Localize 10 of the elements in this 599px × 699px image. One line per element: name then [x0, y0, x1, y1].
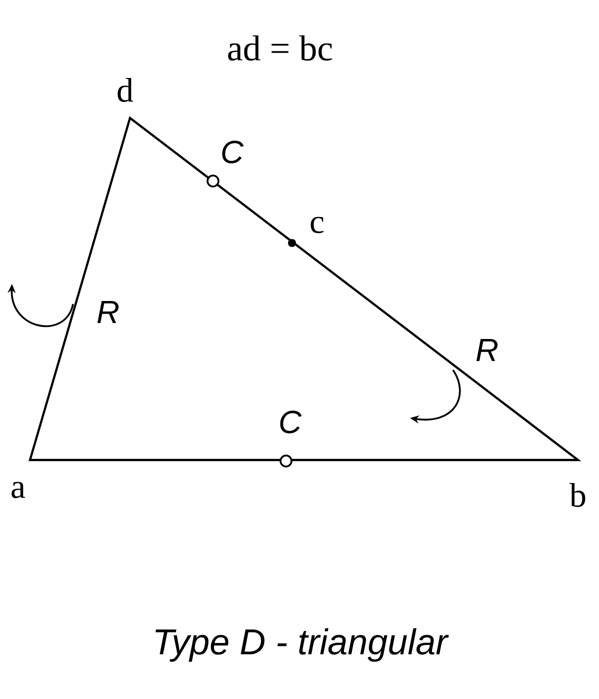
- vertex-label: d: [118, 78, 134, 102]
- caption: Type D - triangular: [156, 628, 449, 662]
- rotation-label: R: [97, 301, 119, 323]
- rotation-label: R: [476, 339, 498, 361]
- title: ad = bc: [228, 35, 332, 61]
- point-label: C: [222, 140, 244, 164]
- vertex-label: b: [570, 483, 586, 507]
- point-label: c: [310, 216, 324, 234]
- vertex-label: a: [12, 482, 26, 498]
- point-label: C: [280, 410, 302, 434]
